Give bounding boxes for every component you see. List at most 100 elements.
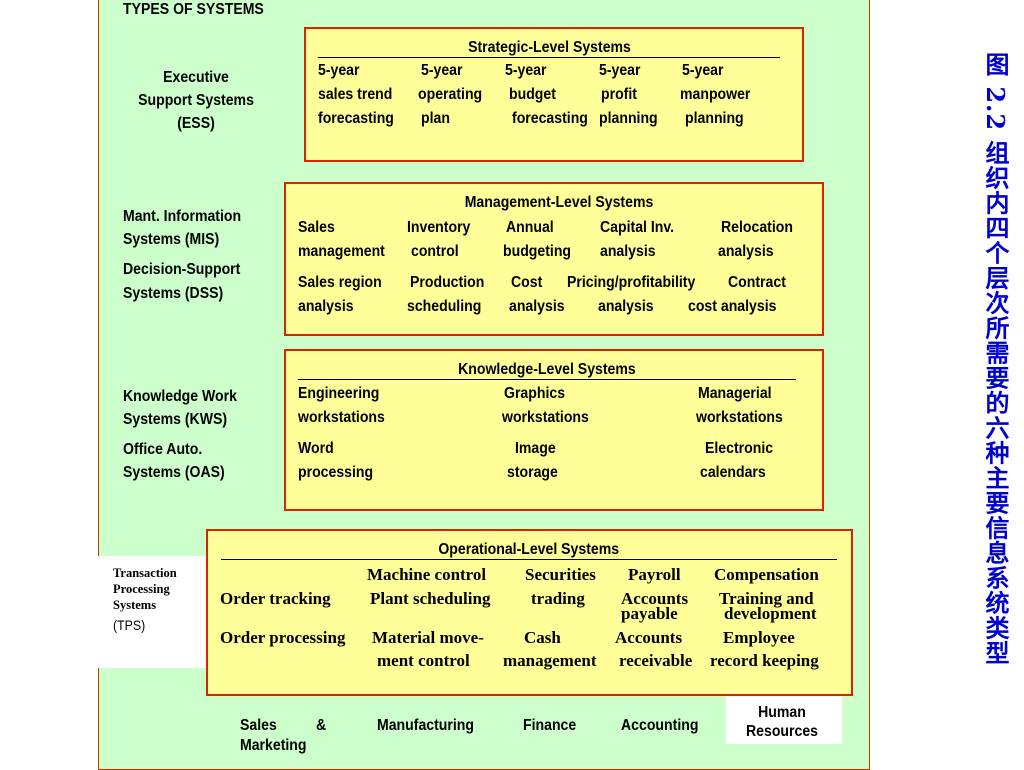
op-material-move-1: Material move- [372, 628, 484, 647]
mgmt-r1-item-1-line-1: Sales [298, 219, 335, 236]
know-r1-item-1-line-2: workstations [298, 409, 385, 426]
op-cash-2: management [503, 651, 597, 670]
op-order-processing: Order processing [220, 628, 346, 647]
mgmt-r2-item-5-line-2: cost analysis [688, 298, 777, 315]
op-material-move-2: ment control [377, 651, 470, 670]
op-payroll: Payroll [628, 565, 681, 584]
know-r2-item-1-line-2: processing [298, 464, 374, 481]
know-r2-item-2-line-2: storage [507, 464, 558, 481]
mgmt-r1-item-1-line-2: management [298, 243, 385, 260]
tps-label-4: (TPS) [113, 617, 146, 633]
func-finance: Finance [523, 717, 577, 734]
mgmt-r2-item-2-line-2: scheduling [407, 298, 482, 315]
func-manufacturing: Manufacturing [377, 717, 474, 734]
strategic-item-3-line-2: budget [509, 86, 556, 103]
strategic-item-4-line-3: planning [599, 110, 658, 127]
know-r1-item-1-line-1: Engineering [298, 385, 380, 402]
management-box [284, 182, 824, 336]
ess-label-3: (ESS) [177, 115, 215, 132]
oas-label-1: Office Auto. [123, 441, 203, 458]
kws-label-1: Knowledge Work [123, 388, 237, 405]
strategic-item-5-line-2: manpower [680, 86, 751, 103]
tps-label-3: Systems [113, 598, 157, 612]
know-r2-item-1-line-1: Word [298, 440, 334, 457]
know-r2-item-3-line-1: Electronic [705, 440, 774, 457]
func-hr-1: Human [758, 704, 806, 721]
mgmt-r1-item-2-line-1: Inventory [407, 219, 471, 236]
mgmt-r2-item-1-line-1: Sales region [298, 274, 382, 291]
mgmt-r1-item-4-line-2: analysis [600, 243, 656, 260]
func-sales-amp: & [316, 717, 327, 734]
operational-title: Operational-Level Systems [221, 541, 837, 560]
mgmt-r2-item-5-line-1: Contract [728, 274, 786, 291]
strategic-item-1-line-3: forecasting [318, 110, 394, 127]
func-accounting: Accounting [621, 717, 699, 734]
mgmt-r2-item-4-line-2: analysis [598, 298, 654, 315]
strategic-item-4-line-1: 5-year [599, 62, 641, 79]
know-r2-item-3-line-2: calendars [700, 464, 766, 481]
strategic-item-5-line-3: planning [685, 110, 744, 127]
op-trading: trading [531, 589, 585, 608]
tps-label-background [98, 556, 210, 668]
knowledge-title: Knowledge-Level Systems [298, 361, 796, 380]
strategic-item-1-line-2: sales trend [318, 86, 393, 103]
op-accounts-receivable-1: Accounts [615, 628, 683, 647]
op-compensation: Compensation [714, 565, 819, 584]
mgmt-r2-item-1-line-2: analysis [298, 298, 354, 315]
page-title: TYPES OF SYSTEMS [123, 1, 264, 18]
mgmt-r1-item-3-line-2: budgeting [503, 243, 572, 260]
op-cash-1: Cash [524, 628, 561, 647]
op-machine-control: Machine control [367, 565, 487, 584]
op-accounts-payable-2: payable [621, 604, 678, 623]
figure-caption: 图 2.2 组织内四个层次所需要的六种主要信息系统类型 [981, 52, 1010, 666]
hr-label-background [726, 694, 842, 744]
op-order-tracking: Order tracking [220, 589, 331, 608]
op-securities: Securities [525, 565, 596, 584]
strategic-item-4-line-2: profit [601, 86, 637, 103]
oas-label-2: Systems (OAS) [123, 464, 225, 481]
operational-box: Operational-Level Systems [206, 529, 853, 696]
know-r2-item-2-line-1: Image [515, 440, 556, 457]
op-plant-scheduling: Plant scheduling [370, 589, 491, 608]
know-r1-item-3-line-1: Managerial [698, 385, 772, 402]
func-sales: Sales [240, 717, 277, 734]
mgmt-r1-item-5-line-1: Relocation [721, 219, 793, 236]
ess-label-1: Executive [163, 69, 229, 86]
strategic-item-3-line-3: forecasting [512, 110, 588, 127]
mgmt-r2-item-3-line-2: analysis [509, 298, 565, 315]
func-hr-2: Resources [745, 723, 818, 740]
tps-label-1: Transaction [113, 566, 177, 580]
op-accounts-receivable-2: receivable [619, 651, 693, 670]
mgmt-r1-item-4-line-1: Capital Inv. [600, 219, 675, 236]
knowledge-box: Knowledge-Level Systems [284, 349, 824, 511]
know-r1-item-3-line-2: workstations [696, 409, 783, 426]
strategic-title: Strategic-Level Systems [318, 39, 780, 58]
mgmt-r2-item-2-line-1: Production [410, 274, 485, 291]
mgmt-r1-item-2-line-2: control [411, 243, 459, 260]
mgmt-r1-item-3-line-1: Annual [506, 219, 554, 236]
know-r1-item-2-line-1: Graphics [504, 385, 566, 402]
know-r1-item-2-line-2: workstations [502, 409, 589, 426]
mis-label-2: Systems (MIS) [123, 231, 220, 248]
mgmt-r2-item-4-line-1: Pricing/profitability [567, 274, 696, 291]
mis-label-1: Mant. Information [123, 208, 242, 225]
strategic-item-2-line-1: 5-year [421, 62, 463, 79]
dss-label-1: Decision-Support [123, 261, 241, 278]
strategic-item-2-line-2: operating [418, 86, 483, 103]
strategic-item-1-line-1: 5-year [318, 62, 360, 79]
kws-label-2: Systems (KWS) [123, 411, 228, 428]
op-employee-1: Employee [723, 628, 795, 647]
op-training-2: development [724, 604, 817, 623]
strategic-box: Strategic-Level Systems [304, 27, 804, 162]
mgmt-r2-item-3-line-1: Cost [511, 274, 543, 291]
strategic-item-2-line-3: plan [421, 110, 450, 127]
ess-label-2: Support Systems [138, 92, 254, 109]
strategic-item-3-line-1: 5-year [505, 62, 547, 79]
func-marketing: Marketing [240, 737, 307, 754]
op-employee-2: record keeping [710, 651, 819, 670]
op-accounts-payable-1: Accounts [621, 589, 689, 608]
management-title: Management-Level Systems [464, 194, 654, 211]
tps-label-2: Processing [113, 582, 170, 596]
op-training-1: Training and [719, 589, 814, 608]
strategic-item-5-line-1: 5-year [682, 62, 724, 79]
